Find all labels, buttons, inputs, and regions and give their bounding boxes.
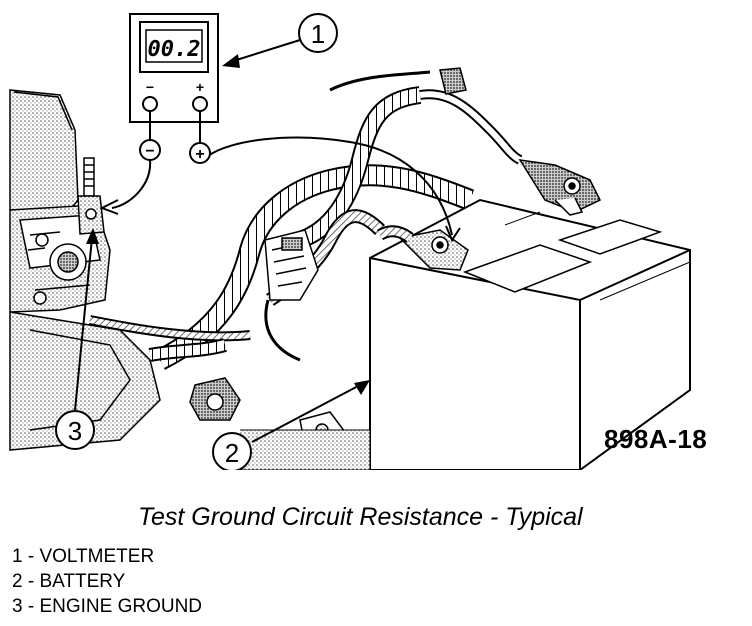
positive-probe-marker [189, 142, 211, 164]
negative-probe-marker [139, 139, 161, 161]
positive-probe-label: + [195, 146, 204, 163]
negative-jack-label: − [146, 79, 154, 95]
negative-probe-label: − [145, 143, 154, 160]
harness-connector [264, 229, 319, 362]
engine-diagram: 00.2 − + − + 1 2 3 [9, 13, 691, 470]
engine-block [9, 89, 161, 451]
voltmeter-display: 00.2 [148, 37, 201, 62]
positive-jack-label: + [196, 79, 204, 95]
negative-test-lead [99, 111, 152, 215]
figure-id: 898A-18 [604, 424, 708, 454]
legend-item-voltmeter: 1 - VOLTMETER [12, 546, 155, 567]
callout-1-number: 1 [311, 19, 325, 49]
lower-bracket [189, 377, 371, 470]
positive-test-lead [199, 111, 461, 243]
voltmeter-negative-jack [142, 96, 158, 112]
engine-ground-stud [77, 157, 105, 235]
callout-3-number: 3 [68, 416, 82, 446]
callout-2: 2 [212, 380, 370, 470]
figure-caption: Test Ground Circuit Resistance - Typical [138, 503, 583, 531]
wiring-harness [89, 67, 523, 370]
callout-3: 3 [55, 228, 99, 450]
legend-item-battery: 2 - BATTERY [12, 571, 126, 592]
voltmeter-positive-jack [192, 96, 208, 112]
battery-positive-terminal [518, 159, 602, 216]
callout-1: 1 [222, 13, 338, 68]
legend-item-engine-ground: 3 - ENGINE GROUND [12, 596, 203, 617]
callout-2-number: 2 [225, 438, 239, 468]
